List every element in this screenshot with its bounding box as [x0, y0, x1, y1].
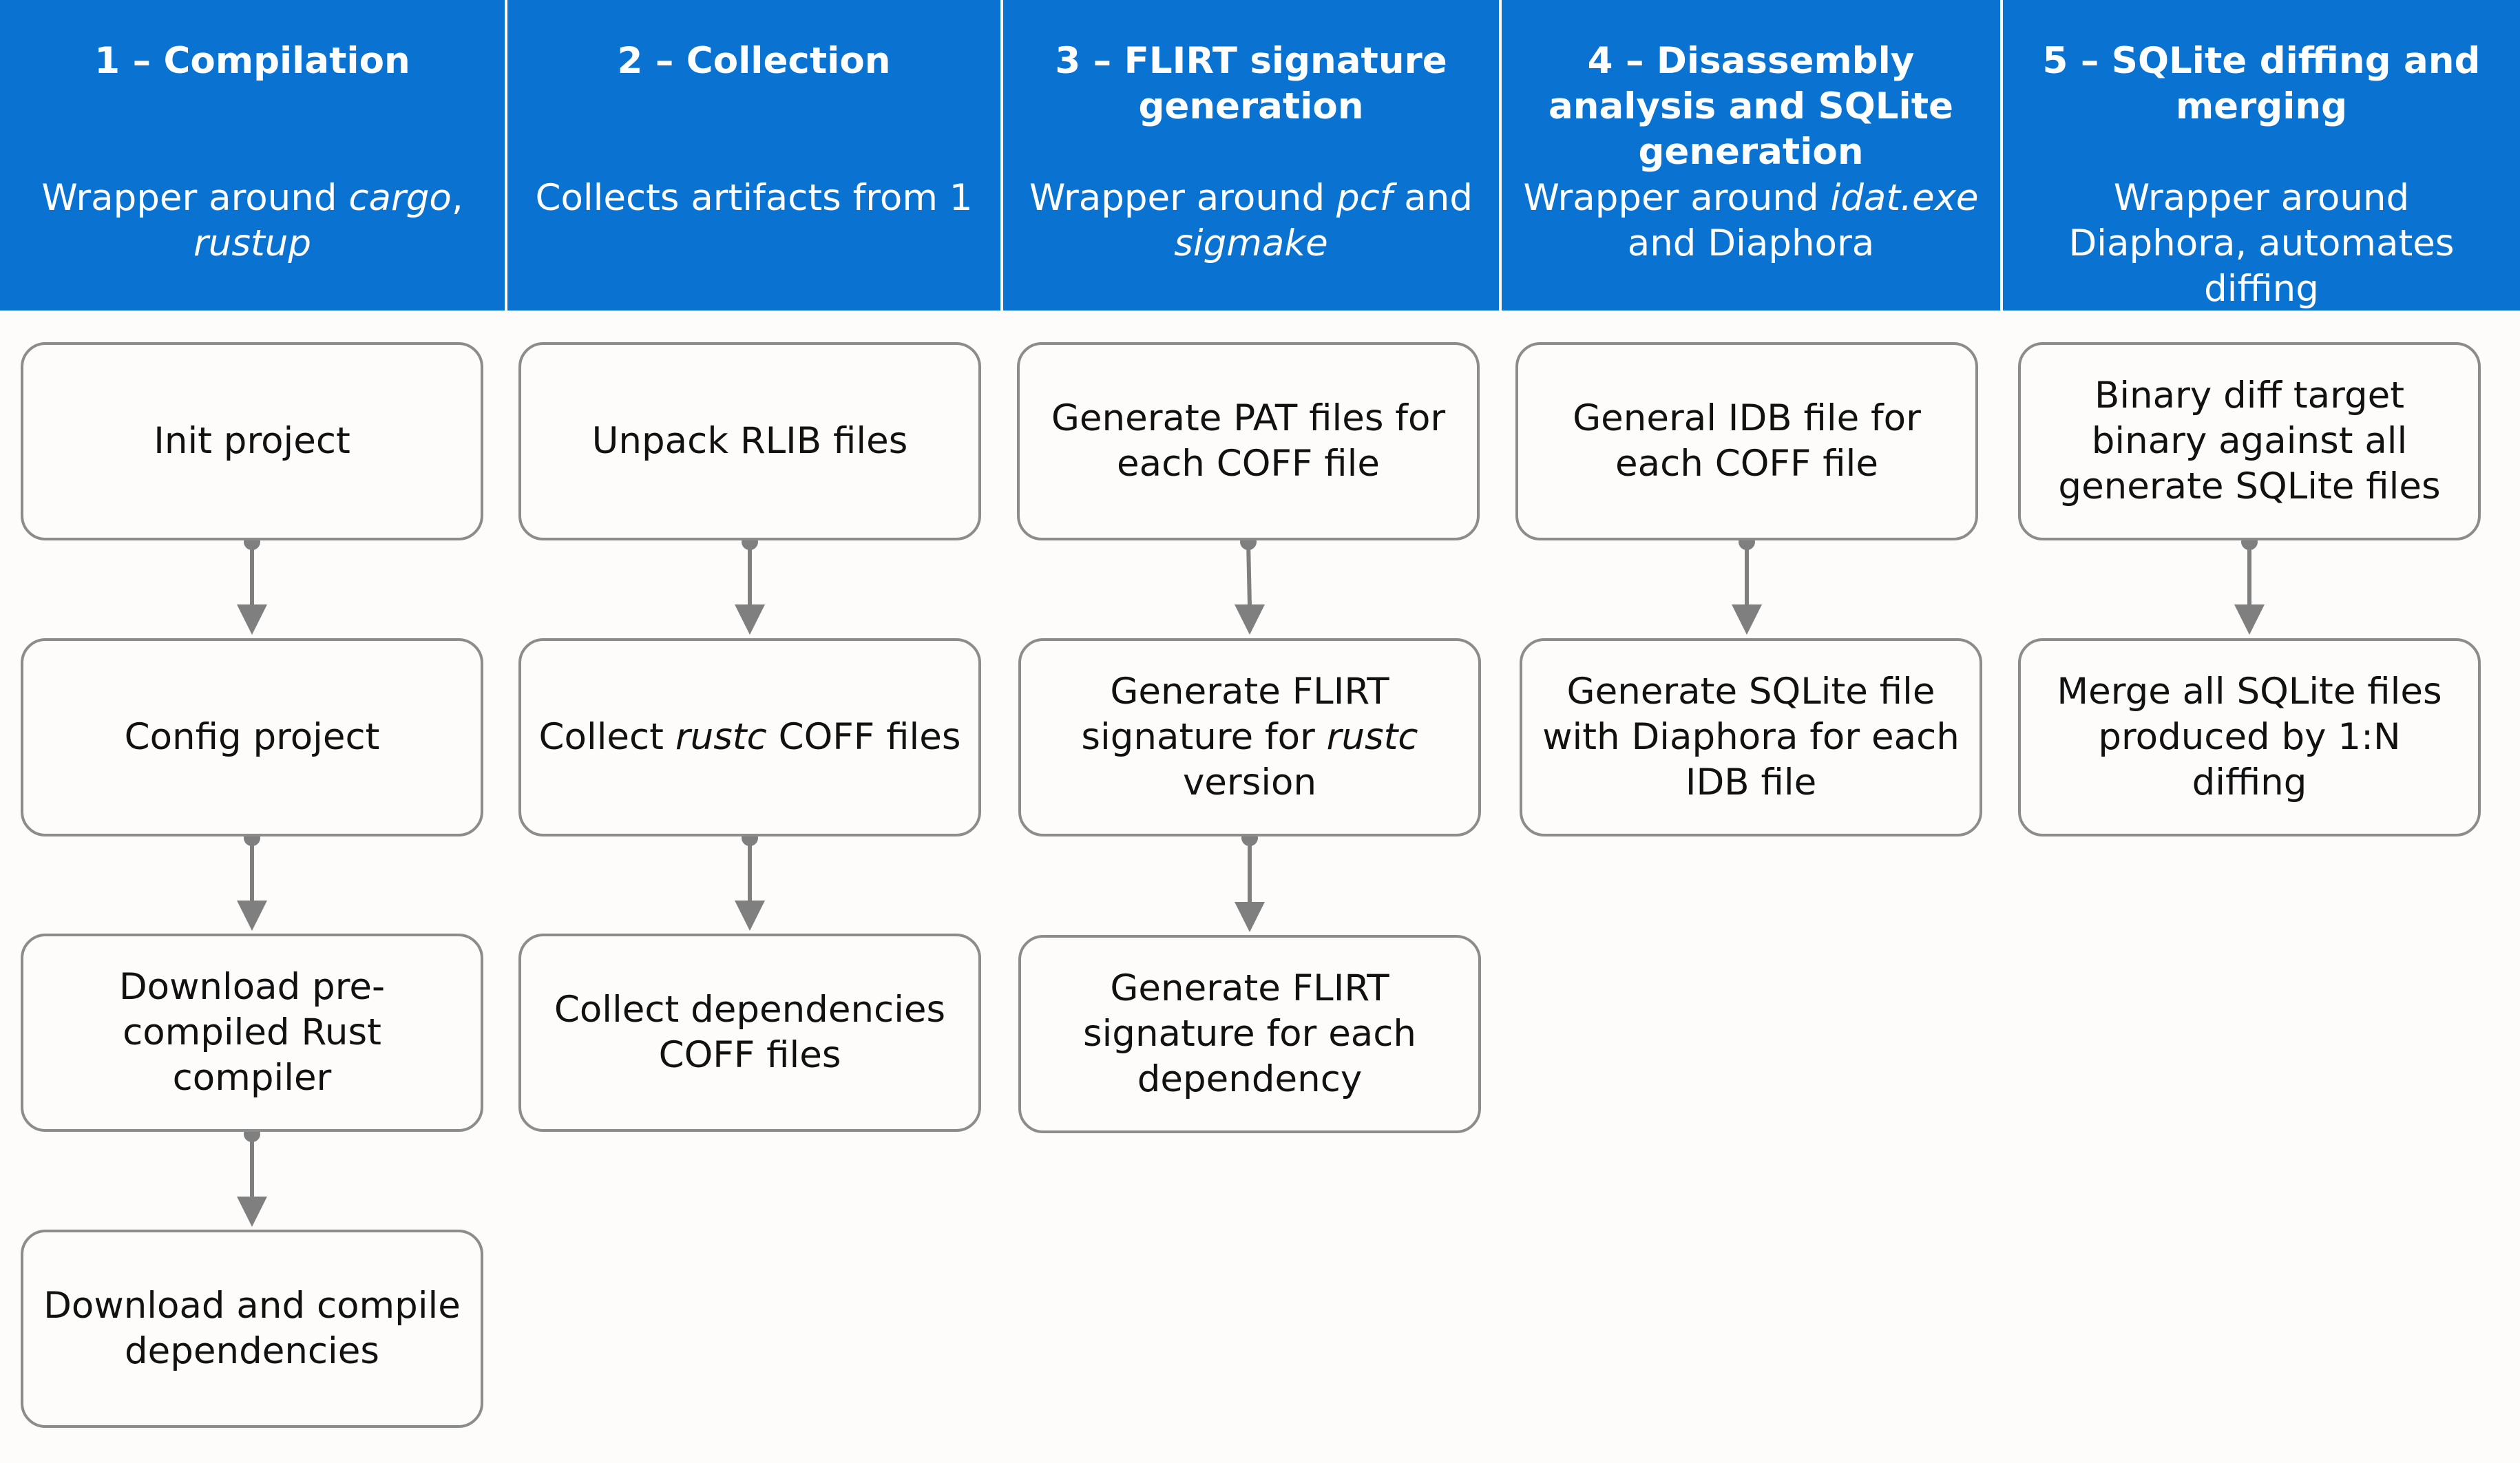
step-binary-diff: Binary diff target binary against all ge…: [2018, 342, 2481, 540]
step-generate-pat: Generate PAT files for each COFF file: [1017, 342, 1480, 540]
arrow-connector: [237, 830, 267, 931]
step-init-project: Init project: [21, 342, 483, 540]
step-compile-dependencies: Download and compile dependencies: [21, 1230, 483, 1428]
column-title: 4 – Disassembly analysis and SQLite gene…: [1548, 40, 1954, 173]
column-subtitle: Wrapper around cargo, rustup: [41, 177, 463, 264]
column-subtitle: Wrapper around pcf and sigmake: [1029, 177, 1473, 264]
step-download-compiler: Download pre-compiled Rust compiler: [21, 934, 483, 1132]
column-subtitle: Wrapper around idat.exe and Diaphora: [1523, 177, 1979, 264]
arrow-connector: [2234, 534, 2265, 635]
arrow-connector: [735, 534, 765, 635]
arrow-connector: [1235, 830, 1265, 932]
step-collect-dependencies-coff: Collect dependencies COFF files: [518, 934, 981, 1132]
step-config-project: Config project: [21, 638, 483, 836]
column-subtitle: Wrapper around Diaphora, automates diffi…: [2068, 177, 2455, 310]
step-generate-idb: General IDB file for each COFF file: [1515, 342, 1978, 540]
column-title: 2 – Collection: [617, 40, 891, 82]
column-header-sqlite: 5 – SQLite diffing and merging Wrapper a…: [2003, 0, 2520, 311]
arrow-connector: [1732, 534, 1762, 635]
step-generate-sqlite: Generate SQLite file with Diaphora for e…: [1520, 638, 1982, 836]
column-header-compilation: 1 – Compilation Wrapper around cargo, ru…: [0, 0, 505, 311]
arrow-connector: [735, 830, 765, 931]
column-header-collection: 2 – Collection Collects artifacts from 1: [507, 0, 1000, 311]
column-subtitle: Collects artifacts from 1: [535, 177, 973, 219]
step-merge-sqlite: Merge all SQLite files produced by 1:N d…: [2018, 638, 2481, 836]
column-title: 3 – FLIRT signature generation: [1055, 40, 1447, 127]
column-header-flirt: 3 – FLIRT signature generation Wrapper a…: [1003, 0, 1499, 311]
column-header-disassembly: 4 – Disassembly analysis and SQLite gene…: [1502, 0, 2000, 311]
step-generate-flirt-rustc: Generate FLIRT signature for rustc versi…: [1018, 638, 1481, 836]
arrow-connector: [1235, 534, 1265, 635]
step-collect-rustc-coff: Collect rustc COFF files: [518, 638, 981, 836]
arrow-connector: [237, 534, 267, 635]
column-title: 5 – SQLite diffing and merging: [2042, 40, 2481, 127]
column-title: 1 – Compilation: [94, 40, 410, 82]
step-unpack-rlib: Unpack RLIB files: [518, 342, 981, 540]
step-generate-flirt-dependency: Generate FLIRT signature for each depend…: [1018, 935, 1481, 1133]
arrow-connector: [237, 1126, 267, 1227]
